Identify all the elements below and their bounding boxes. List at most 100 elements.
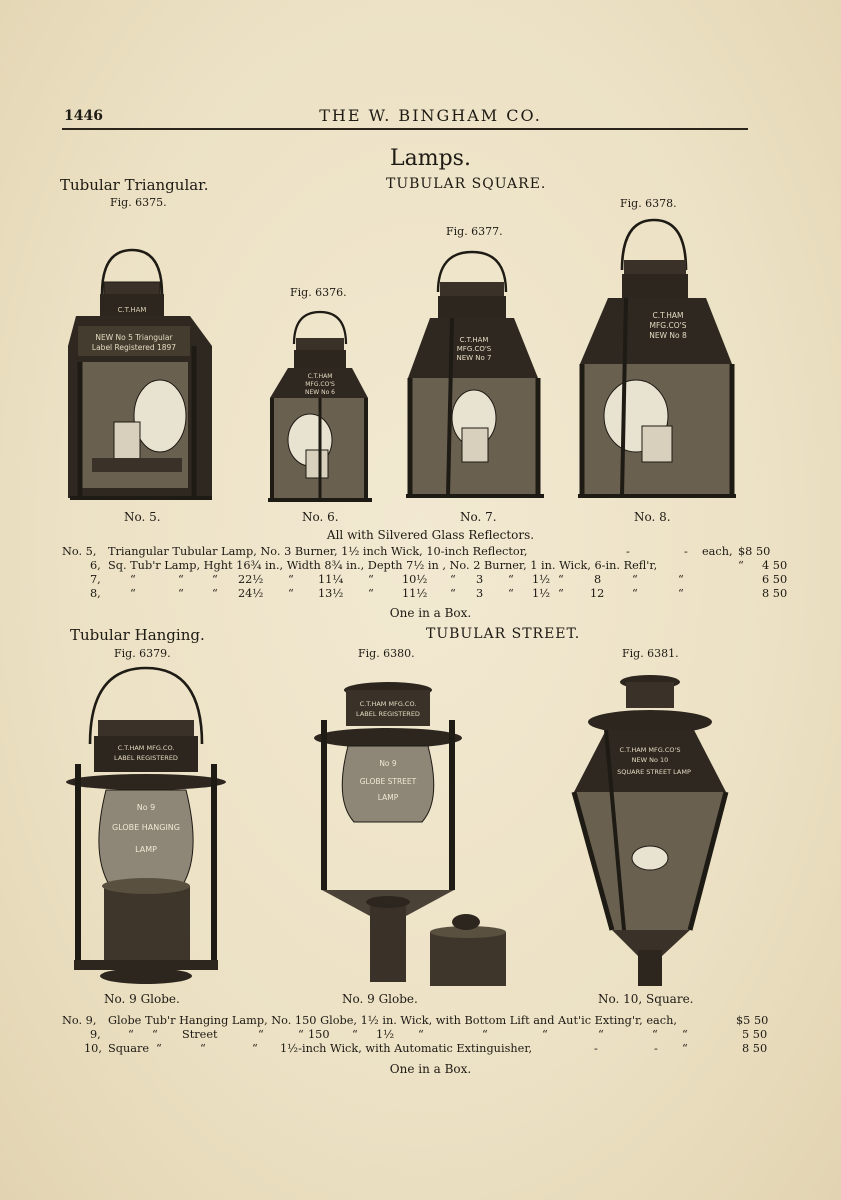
price: 6 50 <box>762 573 788 586</box>
lamp-label-line: NEW No 10 <box>632 756 669 764</box>
lamp-label-line: GLOBE STREET <box>360 777 417 786</box>
item-number: No. 5, <box>62 545 97 558</box>
lamp-label-line: MFG.CO'S <box>305 381 335 388</box>
ditto: “ <box>652 1028 658 1041</box>
ditto: “ <box>558 587 564 600</box>
ditto: “ <box>128 1028 134 1041</box>
price: 8 50 <box>762 587 788 600</box>
item-number: No. 9, <box>62 1014 97 1027</box>
ditto: “ <box>738 559 744 572</box>
height: 22½ <box>238 573 264 586</box>
item-number: 7, <box>90 573 101 586</box>
caption-no10: No. 10, Square. <box>598 992 694 1006</box>
lamp-label-line: C.T.HAM <box>653 311 684 320</box>
price-row: 7, “ “ “ 22½ “ 11¼ “ 10½ “ 3 “ 1½ “ 8 “ … <box>62 573 787 587</box>
price-row: No. 5, Triangular Tubular Lamp, No. 3 Bu… <box>62 545 770 559</box>
ditto: “ <box>288 587 294 600</box>
price: $8 50 <box>738 545 771 558</box>
ditto: “ <box>178 587 184 600</box>
street: Street <box>182 1028 218 1041</box>
ditto: “ <box>632 573 638 586</box>
ditto: “ <box>212 587 218 600</box>
lamp-label-line: MFG.CO'S <box>650 321 687 330</box>
caption-no8: No. 8. <box>634 510 671 524</box>
ditto: “ <box>258 1028 264 1041</box>
item-number: 6, <box>90 559 101 572</box>
dash: - <box>626 545 630 558</box>
fig-label-6380: Fig. 6380. <box>358 647 415 660</box>
lamp-label-line: NEW No 6 <box>305 389 335 396</box>
section-heading-tubular-street: TUBULAR STREET. <box>426 626 581 642</box>
reflector: 8 <box>594 573 602 586</box>
ditto: “ <box>288 573 294 586</box>
page-title: Lamps. <box>390 146 471 171</box>
lamp-label-line: SQUARE STREET LAMP <box>617 768 691 776</box>
ditto: “ <box>130 573 136 586</box>
lamp-label-line: C.T.HAM MFG.CO. <box>118 744 175 752</box>
ditto: “ <box>368 573 374 586</box>
globe-number: 150 <box>308 1028 330 1041</box>
ditto: “ <box>368 587 374 600</box>
lamp-label-line: NEW No 5 Triangular <box>95 333 173 342</box>
wick: 1½ <box>376 1028 395 1041</box>
caption-no5: No. 5. <box>124 510 161 524</box>
fig-label-6377: Fig. 6377. <box>446 225 503 238</box>
item-description: Sq. Tub'r Lamp, Hght 16¾ in., Width 8¾ i… <box>108 559 658 572</box>
running-header: THE W. BINGHAM CO. <box>319 106 542 125</box>
caption-no9-street: No. 9 Globe. <box>342 992 418 1006</box>
ditto: “ <box>482 1028 488 1041</box>
header-rule <box>62 128 748 130</box>
lamp-label-line: LABEL REGISTERED <box>114 754 178 762</box>
item-number: 10, <box>84 1042 102 1055</box>
section-heading-tubular-hanging: Tubular Hanging. <box>70 626 205 644</box>
lamp-label-line: LAMP <box>135 845 157 854</box>
section-heading-tubular-triangular: Tubular Triangular. <box>60 176 209 194</box>
price-row: 10, Square “ “ “ 1½-inch Wick, with Auto… <box>62 1042 767 1056</box>
ditto: “ <box>678 587 684 600</box>
lamp-label-line: C.T.HAM MFG.CO'S <box>620 746 681 754</box>
item-description: Triangular Tubular Lamp, No. 3 Burner, 1… <box>108 545 528 558</box>
packing-note: One in a Box. <box>389 1062 472 1076</box>
ditto: “ <box>450 587 456 600</box>
lamp-label-line: No 9 <box>379 759 397 768</box>
item-description: 1½-inch Wick, with Automatic Extinguishe… <box>280 1042 533 1055</box>
lamp-label-line: Label Registered 1897 <box>92 343 176 352</box>
depth: 11½ <box>402 587 428 600</box>
reflector: 12 <box>590 587 605 600</box>
ditto: “ <box>542 1028 548 1041</box>
fig-label-6378: Fig. 6378. <box>620 197 677 210</box>
lamp-illustration-no8: C.T.HAM MFG.CO'S NEW No 8 <box>576 216 738 506</box>
fig-label-6379: Fig. 6379. <box>114 647 171 660</box>
lamp-illustration-no7: C.T.HAM MFG.CO'S NEW No 7 <box>404 248 546 506</box>
fig-label-6375: Fig. 6375. <box>110 196 167 209</box>
lamp-label-line: LABEL REGISTERED <box>356 710 420 718</box>
price-row: 8, “ “ “ 24½ “ 13½ “ 11½ “ 3 “ 1½ “ 12 “… <box>62 587 787 601</box>
lamp-label-line: No 9 <box>137 803 156 812</box>
section-heading-tubular-square: TUBULAR SQUARE. <box>386 176 547 192</box>
ditto: “ <box>450 573 456 586</box>
page-number: 1446 <box>64 108 103 124</box>
svg-text:C.T.HAM: C.T.HAM <box>118 306 147 314</box>
lamp-illustration-no10-square: C.T.HAM MFG.CO'S NEW No 10 SQUARE STREET… <box>566 674 740 990</box>
unit: each, <box>702 545 733 558</box>
price: 4 50 <box>762 559 788 572</box>
ditto: “ <box>178 573 184 586</box>
item-number: 9, <box>90 1028 101 1041</box>
ditto: “ <box>298 1028 304 1041</box>
packing-note: One in a Box. <box>389 606 472 620</box>
lamp-illustration-no9-street: C.T.HAM MFG.CO. LABEL REGISTERED No 9 GL… <box>310 680 516 986</box>
item-description: Globe Tub'r Hanging Lamp, No. 150 Globe,… <box>108 1014 677 1027</box>
ditto: “ <box>598 1028 604 1041</box>
lamp-illustration-no9-hanging: C.T.HAM MFG.CO. LABEL REGISTERED No 9 GL… <box>64 664 228 990</box>
caption-no6: No. 6. <box>302 510 339 524</box>
wick: 1½ <box>532 573 551 586</box>
fig-label-6376: Fig. 6376. <box>290 286 347 299</box>
lamp-illustration-no6: C.T.HAM MFG.CO'S NEW No 6 <box>266 310 374 506</box>
lamp-label-line: C.T.HAM <box>460 336 489 344</box>
width: 11¼ <box>318 573 344 586</box>
ditto: “ <box>152 1028 158 1041</box>
lamp-label-line: NEW No 8 <box>649 331 687 340</box>
item-number: 8, <box>90 587 101 600</box>
reflector-note: All with Silvered Glass Reflectors. <box>326 528 535 542</box>
ditto: “ <box>252 1042 258 1055</box>
